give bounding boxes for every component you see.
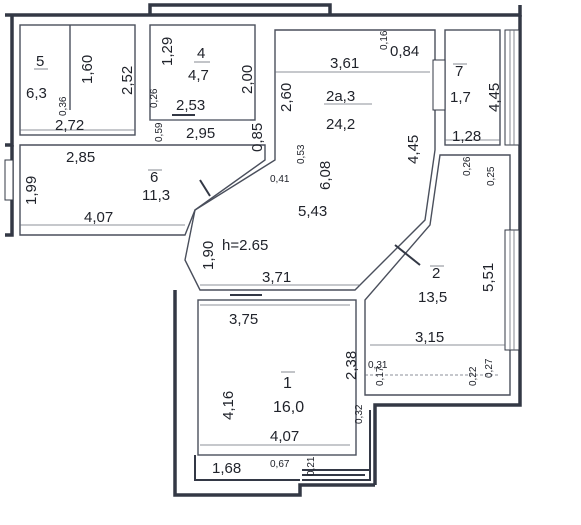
window-right-2 (504, 229, 520, 351)
room-labels: 5 6,3 4 4,7 6 11,3 2а,3 24,2 7 1,7 2 13,… (26, 45, 471, 416)
dim-0-85: 0,85 (249, 123, 266, 152)
dim-1-28: 1,28 (452, 128, 481, 145)
dim-4-45-mid: 4,45 (405, 135, 422, 164)
balcony-lines (302, 410, 371, 481)
window-right-1 (504, 29, 520, 146)
dimension-labels: 1,60 2,52 0,36 2,72 1,29 2,00 0,26 2,53 … (23, 30, 503, 477)
dim-4-45-right: 4,45 (486, 83, 503, 112)
dim-0-21: 0,21 (306, 456, 317, 476)
dim-3-61: 3,61 (330, 55, 359, 72)
dim-3-75: 3,75 (229, 311, 258, 328)
room-5-number: 5 (36, 53, 44, 70)
room-4-area: 4,7 (188, 67, 209, 84)
room-2-outline (364, 154, 511, 396)
dim-4-16: 4,16 (220, 391, 237, 420)
dim-0-26-r: 0,26 (462, 156, 473, 176)
room-1-area: 16,0 (273, 399, 304, 416)
dim-0-32: 0,32 (354, 404, 365, 424)
doors (172, 114, 421, 296)
wall-top-ledge (148, 3, 332, 15)
dim-0-22: 0,22 (468, 366, 479, 386)
dim-2-00: 2,00 (239, 65, 256, 94)
room-6-number: 6 (150, 169, 158, 186)
window-top-right (432, 59, 446, 111)
wall-bottom (173, 290, 375, 497)
dim-0-53: 0,53 (296, 144, 307, 164)
dim-5-51: 5,51 (480, 263, 497, 292)
dim-2-60: 2,60 (278, 83, 295, 112)
dim-6-08: 6,08 (317, 161, 334, 190)
room-6-area: 11,3 (142, 187, 170, 204)
dimension-lines (20, 71, 505, 446)
door-mark-3 (394, 244, 421, 266)
room-5-area: 6,3 (26, 85, 47, 102)
dim-2-85: 2,85 (66, 149, 95, 166)
dim-4-07-top: 4,07 (84, 209, 113, 226)
dim-0-36: 0,36 (58, 96, 69, 116)
ceiling-height: h=2.65 (222, 237, 268, 254)
dim-2-72: 2,72 (55, 117, 84, 134)
dim-1-68: 1,68 (212, 460, 241, 477)
room-7-number: 7 (455, 63, 463, 80)
window-left (4, 159, 14, 201)
dim-0-41: 0,41 (270, 174, 290, 185)
wall-bottom-inner (194, 455, 300, 481)
wall-left (5, 15, 14, 147)
dim-3-71: 3,71 (262, 269, 291, 286)
dim-0-84: 0,84 (390, 43, 419, 60)
room-4-number: 4 (197, 45, 205, 62)
dim-0-26: 0,26 (149, 88, 160, 108)
dim-2-95: 2,95 (186, 125, 215, 142)
room-2a-number: 2а,3 (326, 88, 355, 105)
wall-right (373, 15, 522, 485)
room-2-number: 2 (432, 265, 440, 282)
dim-2-53: 2,53 (176, 97, 205, 114)
dim-3-15: 3,15 (415, 329, 444, 346)
room-5-outline (19, 24, 136, 136)
dim-4-07-bot: 4,07 (270, 428, 299, 445)
dim-1-29: 1,29 (159, 37, 176, 66)
dim-0-25: 0,25 (486, 166, 497, 186)
room-7-area: 1,7 (450, 89, 471, 106)
dim-1-60: 1,60 (79, 55, 96, 84)
room-2-area: 13,5 (418, 289, 447, 306)
dim-0-31: 0,31 (368, 360, 388, 371)
dim-1-99: 1,99 (23, 176, 40, 205)
windows (4, 29, 520, 351)
dim-1-90: 1,90 (200, 241, 217, 270)
dim-0-16: 0,16 (379, 30, 390, 50)
dim-5-43: 5,43 (298, 203, 327, 220)
dim-2-38: 2,38 (343, 351, 360, 380)
dim-0-17: 0,17 (375, 366, 386, 386)
dim-0-59: 0,59 (154, 122, 165, 142)
walls (5, 3, 522, 497)
room-1-number: 1 (283, 375, 292, 392)
room-2a-area: 24,2 (326, 116, 355, 133)
room-1-outline (197, 299, 357, 456)
dim-0-67: 0,67 (270, 459, 290, 470)
dim-0-27: 0,27 (484, 358, 495, 378)
door-mark-1 (199, 179, 211, 197)
dim-2-52: 2,52 (119, 66, 136, 95)
